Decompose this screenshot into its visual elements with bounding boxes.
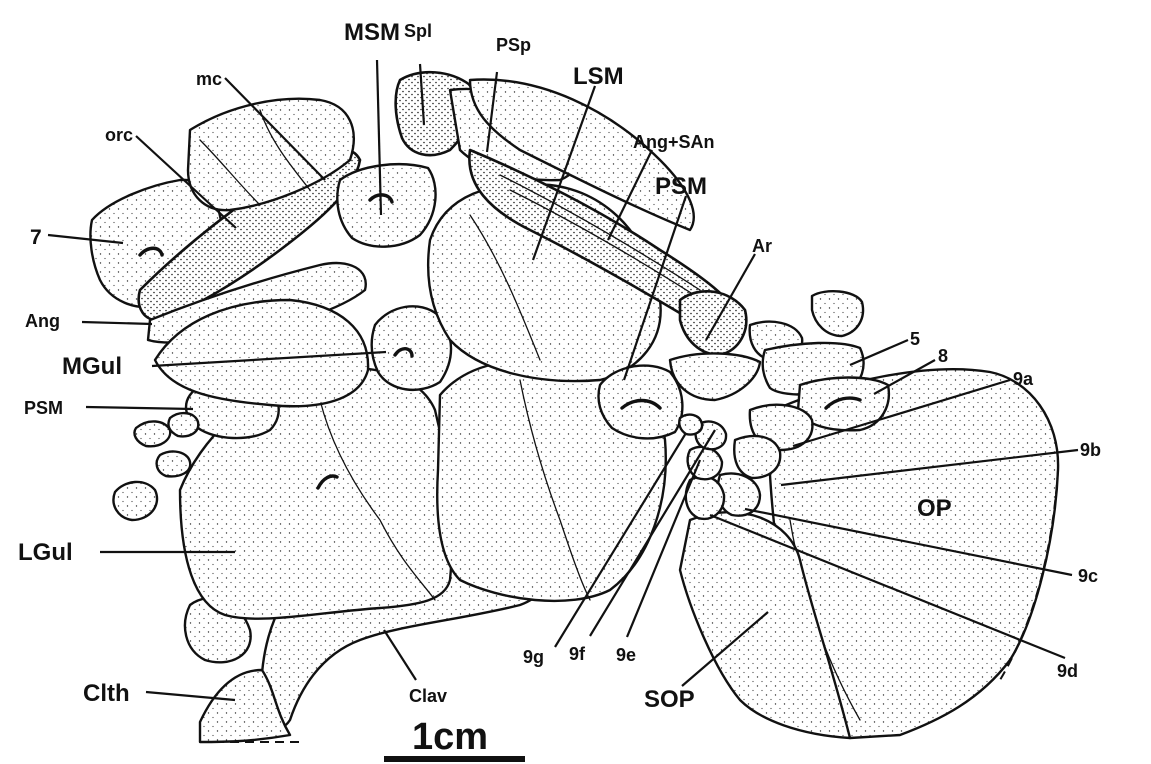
scale-bar-line: [384, 756, 525, 762]
small-scale-2: [168, 413, 198, 436]
label-5: 5: [910, 329, 920, 349]
label-mgul: MGul: [62, 353, 122, 380]
bones-layer: [90, 72, 1058, 742]
label-lgul: LGul: [18, 539, 73, 566]
articular-bone: [680, 291, 746, 355]
medial-submandibular-bone: [337, 164, 435, 246]
label-msm: MSM: [344, 19, 400, 46]
label-9d: 9d: [1057, 661, 1078, 681]
small-scale-3: [157, 451, 191, 476]
label-9f: 9f: [569, 644, 586, 664]
label-mc: mc: [196, 69, 222, 89]
label-sop: SOP: [644, 686, 695, 713]
label-orc: orc: [105, 125, 133, 145]
label-9c: 9c: [1078, 566, 1098, 586]
label-clav: Clav: [409, 686, 447, 706]
label-angsan: Ang+SAn: [633, 132, 715, 152]
scale-9b: [734, 436, 780, 478]
label-psp: PSp: [496, 35, 531, 55]
label-spl: Spl: [404, 21, 432, 41]
label-9a: 9a: [1013, 369, 1034, 389]
label-ar: Ar: [752, 236, 772, 256]
label-psm-top: PSM: [655, 173, 707, 200]
small-scale-4: [114, 482, 158, 520]
scale-9e: [688, 447, 722, 479]
label-lsm: LSM: [573, 63, 624, 90]
label-8: 8: [938, 346, 948, 366]
small-scale-1: [134, 421, 170, 446]
label-7: 7: [30, 226, 42, 249]
scale-bar-label: 1cm: [412, 716, 488, 758]
label-9b: 9b: [1080, 440, 1101, 460]
label-op: OP: [917, 495, 952, 522]
leader-ang: [82, 322, 152, 324]
scale-upper-1: [812, 291, 863, 336]
label-psm-left: PSM: [24, 398, 63, 418]
leader-clav: [384, 630, 416, 680]
scale-bar: 1cm: [384, 716, 525, 762]
label-9g: 9g: [523, 647, 544, 667]
label-ang: Ang: [25, 311, 60, 331]
label-clth: Clth: [83, 680, 130, 707]
leader-psm-left: [86, 407, 193, 409]
label-9e: 9e: [616, 645, 636, 665]
scale-9g: [679, 415, 702, 435]
preopercular-band: [670, 353, 760, 400]
